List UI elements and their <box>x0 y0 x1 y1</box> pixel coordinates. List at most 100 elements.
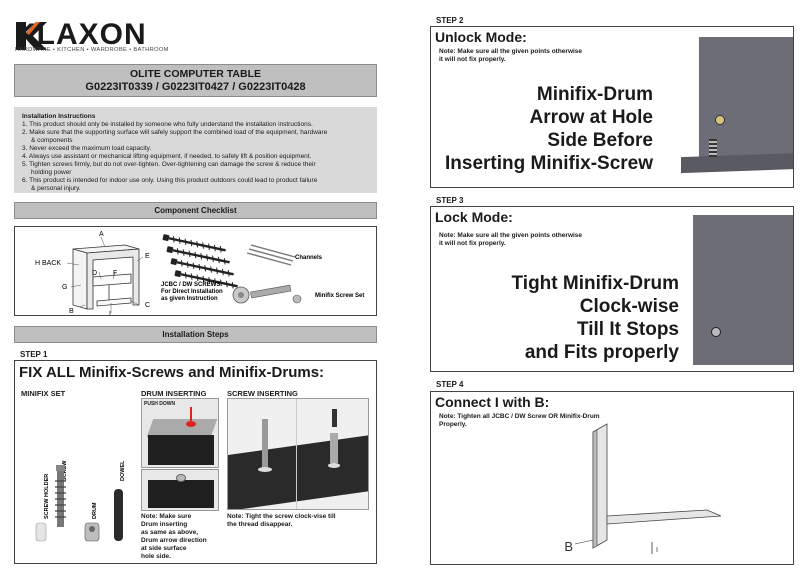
installation-steps-title: Installation Steps <box>162 330 229 339</box>
step3-label: STEP 3 <box>436 196 464 205</box>
step3-drum-icon <box>711 327 721 337</box>
drum-insert-image-1: PUSH DOWN <box>141 398 219 468</box>
step2-callout-line: Inserting Minifix-Screw <box>445 153 653 174</box>
part-dowel-label: DOWEL <box>120 460 126 481</box>
step4-note-line: Note: Tighten all JCBC / DW Screw OR Min… <box>439 413 600 420</box>
step2-spring-icon <box>709 139 717 157</box>
checklist-title-bar: Component Checklist <box>14 202 377 219</box>
drum-note-line: Drum arrow direction <box>141 537 207 544</box>
step1-label: STEP 1 <box>20 350 48 359</box>
dowel-part-icon <box>114 489 123 541</box>
step4-label: STEP 4 <box>436 380 464 389</box>
drum-note-line: as same as above, <box>141 529 199 536</box>
screw-inserting-heading: SCREW INSERTING <box>227 389 298 398</box>
checklist-title: Component Checklist <box>154 206 237 215</box>
step2-callout-line: Arrow at Hole <box>529 107 653 128</box>
product-title-bar: OLITE COMPUTER TABLE G0223IT0339 / G0223… <box>14 64 377 97</box>
step3-callout-line: Clock-wise <box>579 296 679 317</box>
label-i: I <box>109 311 111 315</box>
product-name: OLITE COMPUTER TABLE <box>129 68 262 80</box>
label-a: A <box>99 231 104 238</box>
screws-label: JCBC / DW SCREWS <box>161 282 220 288</box>
instruction-item: holding power <box>31 169 72 176</box>
step3-panel-art <box>693 215 793 365</box>
instruction-item: 6. This product is intended for indoor u… <box>22 177 318 184</box>
step3-callout-line: Till It Stops <box>576 319 679 340</box>
step4-diagram: B I <box>564 423 722 554</box>
step4-box: Connect I with B: Note: Tighten all JCBC… <box>430 391 794 565</box>
drum-note-line: at side surface <box>141 545 187 552</box>
logo-mark-icon <box>16 22 47 50</box>
label-c: C <box>145 302 150 309</box>
screws-note-2: as given Instruction <box>161 296 218 302</box>
step3-callout-line: Tight Minifix-Drum <box>511 273 679 294</box>
screw-part-icon <box>55 465 66 527</box>
brand-logo: KLAXON HARDWARE • KITCHEN • WARDROBE • B… <box>14 18 179 60</box>
step2-note-line: it will not fix properly. <box>439 56 506 63</box>
step3-title: Lock Mode: <box>435 209 513 225</box>
step3-callout-line: and Fits properly <box>524 342 679 363</box>
step3-note-line: Note: Make sure all the given points oth… <box>439 232 583 239</box>
step2-note-line: Note: Make sure all the given points oth… <box>439 48 583 55</box>
step4-note-line: Properly. <box>439 421 467 428</box>
desk-drawing <box>72 244 140 310</box>
minifix-set-label: Minifix Screw Set <box>315 293 364 299</box>
minifix-set-heading: MINIFIX SET <box>21 389 66 398</box>
drum-note-line: hole side. <box>141 553 171 560</box>
step4-b-label: B <box>564 539 573 554</box>
label-d: D <box>92 270 97 277</box>
instruction-item: 2. Make sure that the supporting surface… <box>22 129 328 136</box>
step3-box: Lock Mode: Note: Make sure all the given… <box>430 206 794 372</box>
label-b: B <box>69 308 74 315</box>
step2-label: STEP 2 <box>436 16 464 25</box>
screw-holder-icon <box>35 522 47 542</box>
step2-callout-line: Minifix-Drum <box>536 84 653 105</box>
part-screw-holder-label: SCREW HOLDER <box>44 474 50 519</box>
instruction-item: & personal injury. <box>31 185 81 192</box>
push-down-label: PUSH DOWN <box>144 401 176 407</box>
step2-shelf-art <box>681 152 793 174</box>
instructions-title: Installation Instructions <box>22 113 96 120</box>
drum-note-line: Note: Make sure <box>141 513 192 520</box>
instruction-item: 5. Tighten screws firmly, but do not ove… <box>22 161 316 168</box>
step4-title: Connect I with B: <box>435 394 550 410</box>
drum-insert-image-2 <box>141 469 219 511</box>
screws-note-1: For Direct Installation <box>161 289 223 295</box>
step4-note: Note: Tighten all JCBC / DW Screw OR Min… <box>439 413 600 429</box>
product-codes: G0223IT0339 / G0223IT0427 / G0223IT0428 <box>85 81 306 93</box>
drum-inserting-heading: DRUM INSERTING <box>141 389 207 398</box>
installation-steps-bar: Installation Steps <box>14 326 377 343</box>
label-e: E <box>145 253 150 260</box>
minifix-parts-drawing: SCREW HOLDER SCREW DRUM DOWEL <box>35 460 126 542</box>
instruction-item: 3. Never exceed the maximum load capacit… <box>22 145 152 152</box>
screw-note-line: the thread disappear. <box>227 521 293 528</box>
drum-note-line: Drum inserting <box>141 521 188 528</box>
step2-box: Unlock Mode: Note: Make sure all the giv… <box>430 26 794 188</box>
label-f: F <box>113 270 117 277</box>
screws-icon <box>162 234 238 289</box>
brand-name: KLAXON <box>14 18 147 51</box>
label-g: G <box>62 284 67 291</box>
step2-note: Note: Make sure all the given points oth… <box>439 48 582 64</box>
step3-note: Note: Make sure all the given points oth… <box>439 232 582 248</box>
part-drum-label: DRUM <box>92 502 98 519</box>
step2-title: Unlock Mode: <box>435 29 527 45</box>
screw-note-line: Note: Tight the screw clock-vise till <box>227 513 336 520</box>
label-h-back: H BACK <box>35 260 61 267</box>
brand-tagline: HARDWARE • KITCHEN • WARDROBE • BATHROOM <box>15 47 169 53</box>
step2-drum-icon <box>715 115 725 125</box>
channels-label: Channels <box>295 255 323 261</box>
instructions-panel: Installation Instructions 1. This produc… <box>14 107 377 193</box>
checklist-box: A H BACK E D F G B C I <box>14 226 377 316</box>
step2-callout-line: Side Before <box>547 130 653 151</box>
step1-box: FIX ALL Minifix-Screws and Minifix-Drums… <box>14 360 377 564</box>
step4-i-label: I <box>656 547 658 554</box>
step3-note-line: it will not fix properly. <box>439 240 506 247</box>
instructions-list: 1. This product should only be installed… <box>22 121 369 193</box>
checklist-diagram: A H BACK E D F G B C I <box>35 231 364 315</box>
instruction-item: 4. Always use assistant or mechanical li… <box>22 153 312 160</box>
